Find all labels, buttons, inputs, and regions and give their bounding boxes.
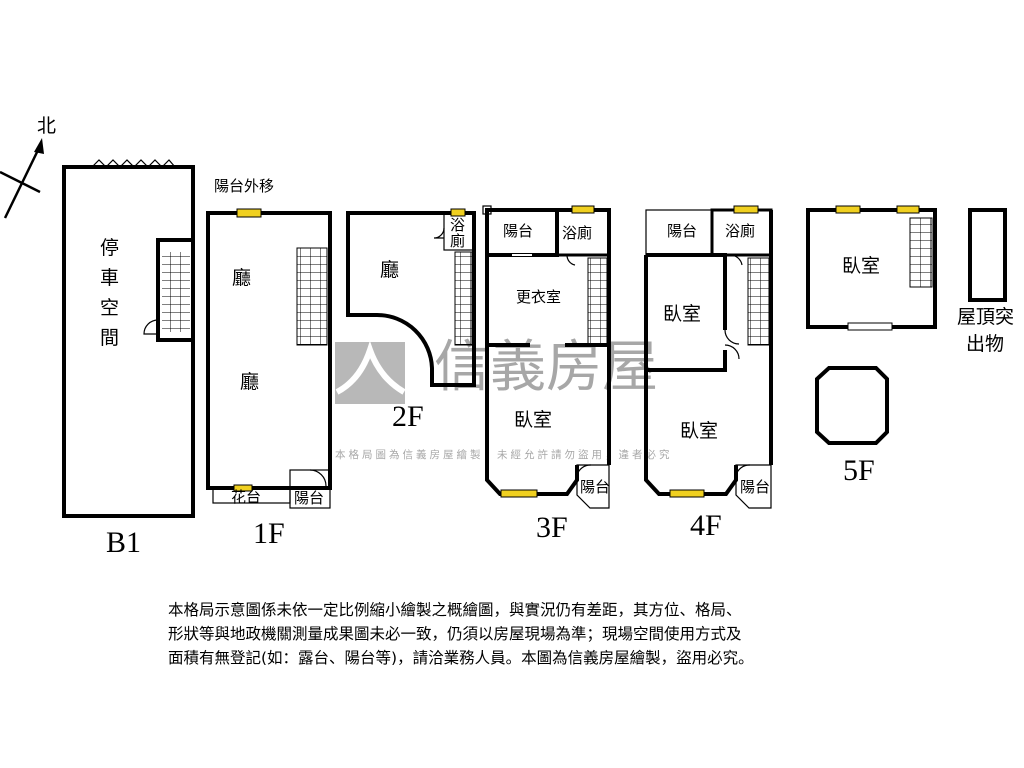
room-label: 花台: [231, 488, 261, 506]
room-label: 間: [100, 327, 119, 349]
floor-label-2f: 2F: [392, 400, 424, 433]
room-label: 浴廁: [562, 224, 592, 242]
room-label: 陽台: [294, 489, 324, 507]
room-label: 臥室: [663, 303, 701, 325]
room-label: 廳: [240, 371, 259, 393]
disclaimer-line: 本格局示意圖係未依一定比例縮小繪製之概繪圖，與實況仍有差距，其方位、格局、: [168, 601, 742, 619]
roof-label: 屋頂突: [957, 306, 1014, 328]
watermark-text: 本格局圖為信義房屋繪製，未經允許請勿盜用，違者必究: [335, 448, 673, 461]
floor-label-b1: B1: [106, 526, 141, 559]
floor-label-3f: 3F: [536, 511, 568, 544]
balcony-moved-note: 陽台外移: [214, 177, 274, 195]
roof-label: 出物: [966, 333, 1004, 355]
room-label: 浴: [450, 216, 465, 234]
room-label: 陽台: [740, 478, 770, 496]
disclaimer-line: 面積有無登記(如：露台、陽台等)，請洽業務人員。本圖為信義房屋繪製，盜用必究。: [168, 649, 754, 667]
room-label: 廳: [380, 259, 399, 281]
room-label: 臥室: [680, 420, 718, 442]
room-label: 陽台: [503, 222, 533, 240]
room-label: 車: [100, 267, 119, 289]
disclaimer-notes: 本格局示意圖係未依一定比例縮小繪製之概繪圖，與實況仍有差距，其方位、格局、 形狀…: [168, 598, 754, 670]
floor-3f: 陽台 浴廁 更衣室 臥室 陽台 3F: [482, 205, 611, 544]
room-label: 臥室: [842, 255, 880, 277]
room-label: 陽台: [580, 478, 610, 496]
north-label: 北: [37, 115, 56, 137]
room-label: 陽台: [667, 222, 697, 240]
room-label: 廳: [232, 267, 251, 289]
watermark: 信義房屋 本格局圖為信義房屋繪製，未經允許請勿盜用，違者必究: [335, 335, 673, 461]
floor-label-1f: 1F: [253, 517, 285, 550]
floor-4f: 陽台 浴廁 臥室 臥室 陽台 4F: [644, 205, 773, 542]
brand-logo-icon: [335, 340, 406, 404]
room-label: 更衣室: [516, 288, 561, 306]
floor-b1: 停 車 空 間 B1: [62, 159, 195, 559]
floor-label-4f: 4F: [690, 509, 722, 542]
watermark-brand: 信義房屋: [434, 335, 658, 400]
disclaimer-line: 形狀等與地政機關測量成果圖未必一致，仍須以房屋現場為準；現場空間使用方式及: [168, 625, 742, 643]
room-label: 空: [100, 297, 119, 319]
north-arrow-icon: [0, 138, 44, 219]
room-label: 廁: [450, 232, 465, 250]
room-label: 浴廁: [725, 222, 755, 240]
room-label: 臥室: [514, 409, 552, 431]
room-label: 停: [100, 237, 119, 259]
roof-structure: 屋頂突 出物: [957, 208, 1014, 355]
floor-5f: 臥室 5F: [806, 205, 937, 487]
floor-label-5f: 5F: [843, 454, 875, 487]
floor-1f: 陽台外移 廳 廳 花台 陽台 1F: [206, 177, 332, 550]
floor-2f: 廳 浴 廁 2F: [346, 208, 476, 433]
